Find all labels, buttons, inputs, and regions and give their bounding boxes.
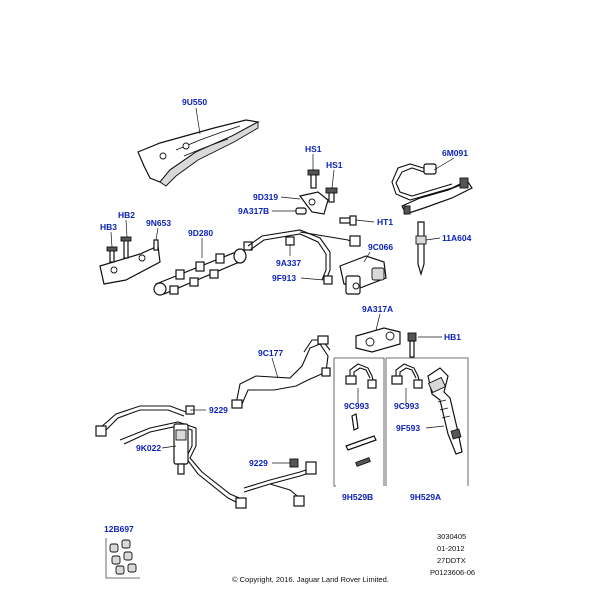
- callout-6m091[interactable]: 6M091: [442, 148, 468, 158]
- callout-9c993-right[interactable]: 9C993: [394, 401, 419, 411]
- callout-hb2[interactable]: HB2: [118, 210, 135, 220]
- sensor-9c066-part: [339, 255, 387, 295]
- callout-9a337[interactable]: 9A337: [276, 258, 301, 268]
- fastener-set-part: [105, 538, 140, 579]
- callout-9c066[interactable]: 9C066: [368, 242, 393, 252]
- sensor-harness-part: [391, 163, 473, 215]
- callout-11a604[interactable]: 11A604: [442, 233, 472, 243]
- clip-9229-part: [289, 458, 299, 468]
- return-pipe-part: [231, 335, 331, 409]
- clamp-9a317a-part: [355, 327, 401, 353]
- copyright-notice: © Copyright, 2016. Jaguar Land Rover Lim…: [232, 575, 389, 584]
- callout-hs1-b[interactable]: HS1: [326, 160, 343, 170]
- callout-9d319[interactable]: 9D319: [253, 192, 278, 202]
- callout-9c177[interactable]: 9C177: [258, 348, 283, 358]
- callout-ht1[interactable]: HT1: [377, 217, 393, 227]
- callout-hb1[interactable]: HB1: [444, 332, 461, 342]
- callout-9h529a[interactable]: 9H529A: [410, 492, 441, 502]
- callout-9c993-left[interactable]: 9C993: [344, 401, 369, 411]
- callout-9d280[interactable]: 9D280: [188, 228, 213, 238]
- glow-plug-part: [415, 221, 427, 277]
- callout-hb3[interactable]: HB3: [100, 222, 117, 232]
- callout-9k022[interactable]: 9K022: [136, 443, 161, 453]
- engine-cover-part: [137, 119, 260, 187]
- callout-9a317b[interactable]: 9A317B: [238, 206, 269, 216]
- hb1-bolt-part: [407, 332, 417, 358]
- ht1-stud-part: [339, 215, 375, 226]
- hs1-bolt-parts: [307, 169, 338, 203]
- kit-box-9h529a: [385, 357, 469, 486]
- ref-engine: 27DDTX: [437, 556, 466, 565]
- callout-9f913[interactable]: 9F913: [272, 273, 296, 283]
- callout-9n653[interactable]: 9N653: [146, 218, 171, 228]
- callout-9229-top[interactable]: 9229: [209, 405, 228, 415]
- callout-9a317a[interactable]: 9A317A: [362, 304, 393, 314]
- fuel-rail-part: [153, 241, 253, 296]
- ref-code: 3030405: [437, 532, 466, 541]
- callout-9f593[interactable]: 9F593: [396, 423, 420, 433]
- callout-12b697[interactable]: 12B697: [104, 524, 134, 534]
- callout-9u550[interactable]: 9U550: [182, 97, 207, 107]
- ref-date: 01-2012: [437, 544, 465, 553]
- callout-9229-bottom[interactable]: 9229: [249, 458, 268, 468]
- lower-fuel-lines-part: [95, 405, 317, 509]
- kit-box-9h529b: [333, 357, 385, 487]
- bracket-9d319-part: [295, 191, 329, 215]
- callout-hs1-a[interactable]: HS1: [305, 144, 322, 154]
- callout-9h529b[interactable]: 9H529B: [342, 492, 373, 502]
- bracket-9n653-part: [99, 236, 161, 285]
- ref-number: P0123606-06: [430, 568, 475, 577]
